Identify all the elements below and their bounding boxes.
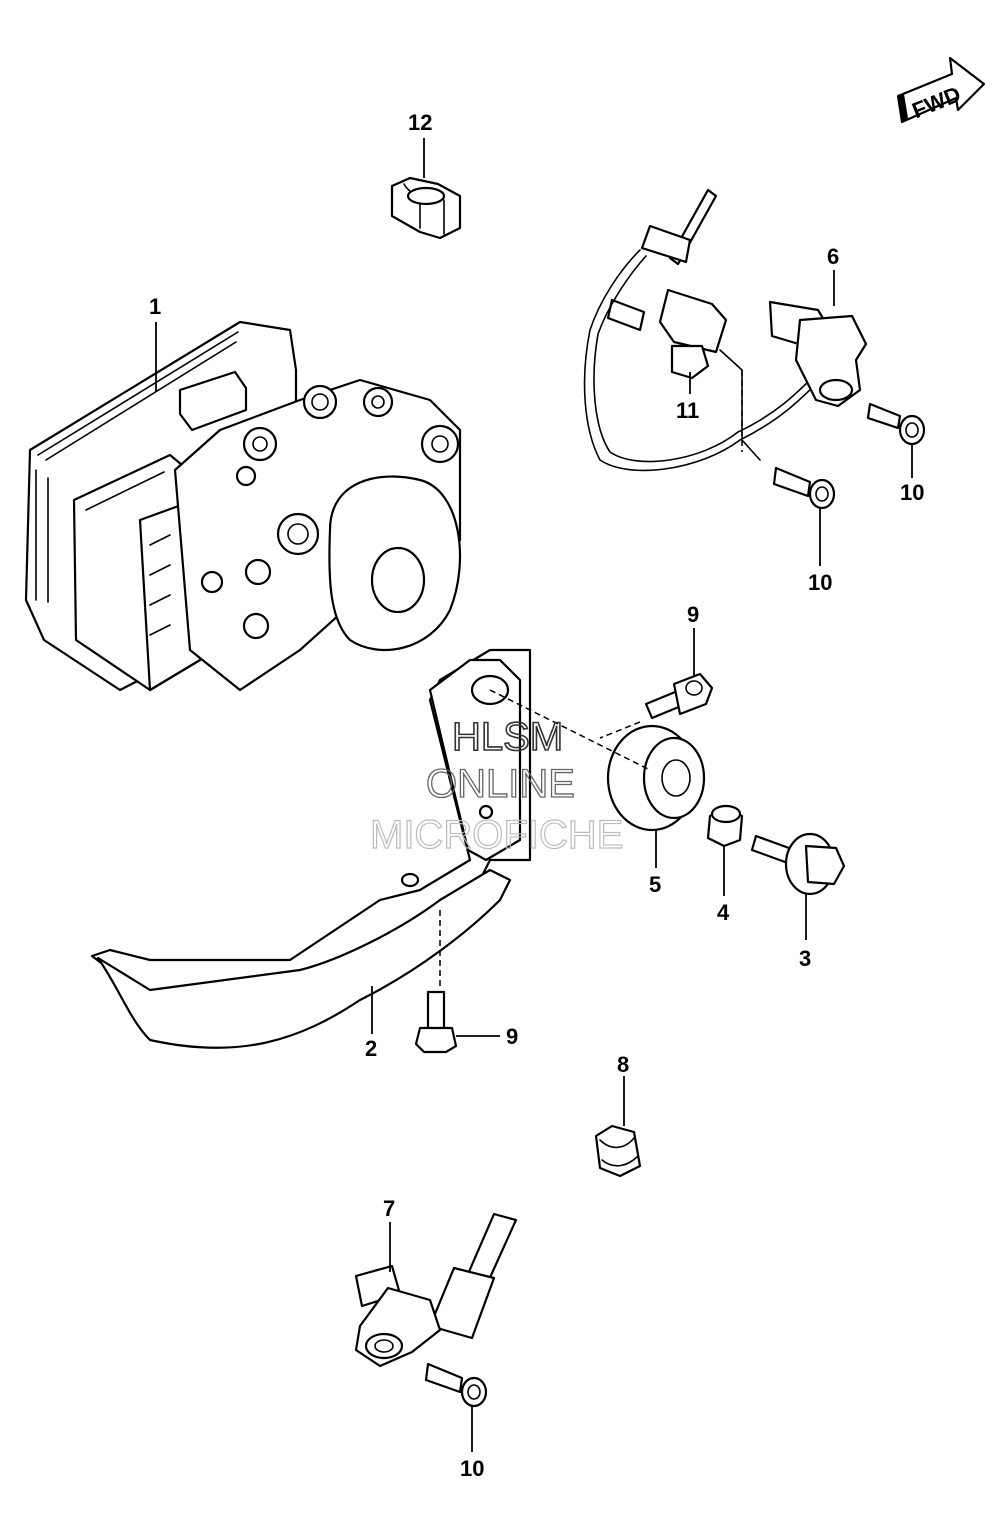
callout-6: 6 bbox=[827, 244, 839, 269]
part-2-bracket bbox=[90, 648, 532, 1049]
callout-1: 1 bbox=[149, 294, 161, 319]
watermark: HLSM ONLINE MICROFICHE bbox=[369, 714, 624, 857]
callout-10-b: 10 bbox=[808, 570, 832, 595]
callout-3: 3 bbox=[799, 946, 811, 971]
callout-10-a: 10 bbox=[900, 480, 924, 505]
part-6-front-sensor bbox=[583, 188, 868, 472]
fwd-arrow-icon: FWD bbox=[896, 56, 986, 123]
leader-lines bbox=[155, 138, 913, 1452]
callout-7: 7 bbox=[383, 1196, 395, 1221]
callout-12: 12 bbox=[408, 110, 432, 135]
watermark-line-1: HLSM bbox=[452, 715, 563, 759]
callouts: 12 1 6 11 10 10 9 5 4 3 2 9 8 7 10 bbox=[149, 110, 924, 1481]
watermark-line-3: MICROFICHE bbox=[370, 813, 623, 857]
callout-8: 8 bbox=[617, 1052, 629, 1077]
watermark-line-2: ONLINE bbox=[426, 762, 575, 806]
part-3-flange-bolt bbox=[750, 832, 846, 896]
part-1-abs-unit bbox=[24, 320, 462, 692]
part-10-screw-b bbox=[772, 466, 836, 510]
callout-11: 11 bbox=[676, 398, 699, 423]
part-8-clip bbox=[594, 1124, 642, 1178]
part-5-grommet bbox=[606, 724, 706, 832]
part-12-clip bbox=[390, 176, 462, 240]
part-7-rear-sensor bbox=[354, 1212, 518, 1368]
callout-10-c: 10 bbox=[460, 1456, 484, 1481]
part-9-bolt-b bbox=[414, 990, 458, 1054]
callout-2: 2 bbox=[365, 1036, 377, 1061]
callout-9-b: 9 bbox=[506, 1024, 518, 1049]
part-10-screw-c bbox=[424, 1362, 488, 1408]
callout-4: 4 bbox=[717, 900, 730, 925]
callout-5: 5 bbox=[649, 872, 661, 897]
part-11-clamp bbox=[670, 344, 710, 380]
part-4-collar bbox=[706, 804, 744, 848]
callout-9-a: 9 bbox=[687, 602, 699, 627]
part-9-bolt-a bbox=[644, 672, 714, 720]
part-10-screw-a bbox=[866, 402, 926, 446]
